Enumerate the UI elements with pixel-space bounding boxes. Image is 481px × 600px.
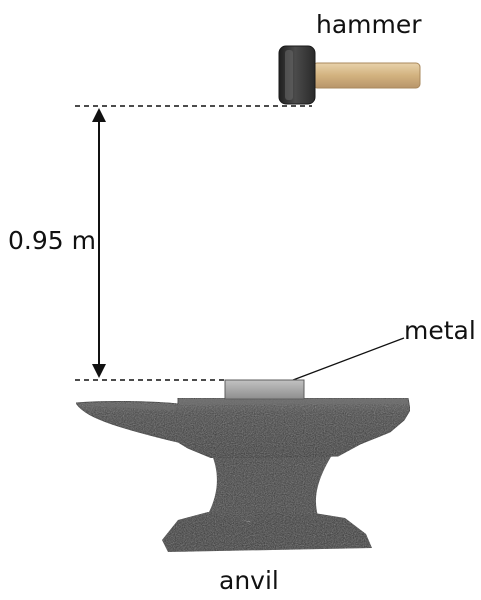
metal-label: metal	[404, 316, 476, 345]
anvil-body	[75, 397, 411, 459]
hammer-label: hammer	[316, 10, 422, 39]
hammer-head	[278, 45, 316, 105]
anvil-horn-highlight	[80, 403, 176, 410]
metal-block-icon	[224, 379, 305, 400]
anvil-base	[162, 510, 372, 552]
anvil-label: anvil	[219, 566, 279, 595]
hammer-handle	[312, 62, 421, 89]
hammer-icon	[278, 45, 421, 105]
anvil-top-face	[180, 399, 409, 405]
anvil-icon	[75, 397, 411, 552]
drop-height-label: 0.95 m	[8, 226, 96, 255]
hammer-head-highlight	[285, 50, 293, 100]
metal-leader-line	[292, 337, 405, 381]
anvil-waist	[208, 455, 332, 522]
